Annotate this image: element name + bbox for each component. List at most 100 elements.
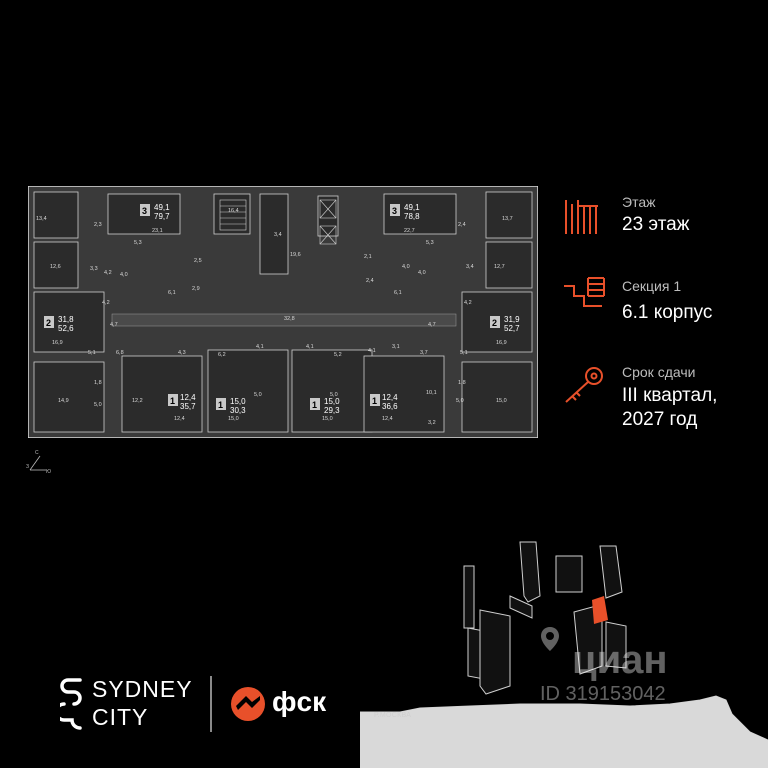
room-area-label: 5,2 <box>334 352 342 358</box>
river-label: Р.МОСКВА <box>374 712 412 719</box>
room-area-label: 5,3 <box>134 240 142 246</box>
room-area-label: 5,0 <box>330 392 338 398</box>
room-area-label: 4,3 <box>178 350 186 356</box>
site-map <box>360 541 768 768</box>
svg-text:49,1: 49,1 <box>154 203 170 212</box>
svg-text:29,3: 29,3 <box>324 406 340 415</box>
fsk-logo-text: фск <box>272 686 327 717</box>
floor-label: Этаж <box>622 194 656 210</box>
key-icon <box>562 364 608 404</box>
room-area-label: 4,1 <box>368 348 376 354</box>
svg-text:1: 1 <box>372 396 377 406</box>
compass-south: Ю <box>46 469 51 474</box>
room-area-label: 10,1 <box>426 390 437 396</box>
floor-plan: 3 49,1 79,7 3 49,1 78,8 2 31,8 52,6 2 31… <box>28 186 538 438</box>
apartment-3-left: 3 49,1 79,7 <box>140 203 170 221</box>
svg-text:52,7: 52,7 <box>504 324 520 333</box>
logo-divider <box>210 676 212 732</box>
svg-text:49,1: 49,1 <box>404 203 420 212</box>
svg-text:52,6: 52,6 <box>58 324 74 333</box>
room-area-label: 2,9 <box>192 286 200 292</box>
svg-text:2: 2 <box>46 318 51 328</box>
svg-text:30,3: 30,3 <box>230 406 246 415</box>
watermark-pin-icon <box>540 626 560 652</box>
deadline-value-line1: III квартал, <box>622 385 718 406</box>
svg-text:35,7: 35,7 <box>180 402 196 411</box>
svg-text:2: 2 <box>492 318 497 328</box>
room-area-label: 14,9 <box>58 398 69 404</box>
room-area-label: 5,3 <box>426 240 434 246</box>
room-area-label: 3,7 <box>420 350 428 356</box>
plan-corridor <box>111 313 457 327</box>
room-area-label: 1,8 <box>94 380 102 386</box>
map-buildings <box>463 541 627 695</box>
room-area-label: 4,1 <box>306 344 314 350</box>
svg-text:1: 1 <box>218 400 223 410</box>
room-area-label: 6,1 <box>168 290 176 296</box>
room-area-label: 4,2 <box>464 300 472 306</box>
room-area-label: 4,2 <box>104 270 112 276</box>
floor-value: 23 этаж <box>622 214 690 235</box>
svg-text:12,4: 12,4 <box>180 393 196 402</box>
svg-text:1: 1 <box>170 396 175 406</box>
sydney-logo-line1: SYDNEY <box>92 676 193 702</box>
compass-north: С <box>35 450 39 456</box>
svg-text:31,8: 31,8 <box>58 315 74 324</box>
room-area-label: 4,7 <box>110 322 118 328</box>
apartment-3-right: 3 49,1 78,8 <box>390 203 420 221</box>
room-area-label: 19,6 <box>290 252 301 258</box>
room-area-label: 15,0 <box>496 398 507 404</box>
room-area-label: 6,8 <box>116 350 124 356</box>
room-area-label: 23,1 <box>152 228 163 234</box>
svg-text:12,4: 12,4 <box>382 393 398 402</box>
room-area-label: 2,1 <box>364 254 372 260</box>
room-area-label: 4,0 <box>418 270 426 276</box>
apartment-1-b: 1 15,0 30,3 <box>216 397 246 415</box>
room-area-label: 12,2 <box>132 398 143 404</box>
svg-text:36,6: 36,6 <box>382 402 398 411</box>
compass: С З Ю <box>26 444 56 475</box>
room-area-label: 12,6 <box>50 264 61 270</box>
room-area-label: 5,0 <box>94 402 102 408</box>
river-area <box>360 696 768 768</box>
room-area-label: 3,1 <box>392 344 400 350</box>
room-area-label: 4,2 <box>102 300 110 306</box>
room-area-label: 2,4 <box>366 278 374 284</box>
svg-text:3: 3 <box>142 206 147 216</box>
room-area-label: 1,8 <box>458 380 466 386</box>
room-area-label: 22,7 <box>404 228 415 234</box>
room-area-label: 5,0 <box>456 398 464 404</box>
room-area-label: 16,9 <box>496 340 507 346</box>
apartment-badges: 3 49,1 79,7 3 49,1 78,8 2 31,8 52,6 2 31… <box>44 203 520 415</box>
room-area-label: 6,1 <box>394 290 402 296</box>
room-area-label: 3,4 <box>274 232 282 238</box>
fsk-logo-icon <box>230 686 266 722</box>
room-area-label: 5,1 <box>460 350 468 356</box>
plan-stair-core <box>219 199 337 245</box>
room-area-label: 6,2 <box>218 352 226 358</box>
room-area-label: 2,4 <box>458 222 466 228</box>
section-value: 6.1 корпус <box>622 302 713 323</box>
svg-text:31,9: 31,9 <box>504 315 520 324</box>
compass-west: З <box>26 464 29 470</box>
room-area-label: 2,5 <box>194 258 202 264</box>
plan-rooms <box>33 191 533 433</box>
room-area-label: 12,7 <box>494 264 505 270</box>
room-area-label: 12,4 <box>174 416 185 422</box>
apartment-2-left: 2 31,8 52,6 <box>44 315 74 333</box>
svg-text:15,0: 15,0 <box>324 397 340 406</box>
deadline-value-line2: 2027 год <box>622 409 698 430</box>
room-area-label: 4,0 <box>402 264 410 270</box>
room-area-label: 32,8 <box>284 316 295 322</box>
room-area-label: 5,0 <box>254 392 262 398</box>
svg-text:78,8: 78,8 <box>404 212 420 221</box>
room-area-label: 12,4 <box>382 416 393 422</box>
room-area-label: 2,3 <box>94 222 102 228</box>
room-area-label: 15,0 <box>228 416 239 422</box>
sydney-city-logo-mark <box>54 676 84 732</box>
room-area-label: 3,4 <box>466 264 474 270</box>
highlighted-section <box>592 596 608 624</box>
apartment-2-right: 2 31,9 52,7 <box>490 315 520 333</box>
sydney-logo-line2: CITY <box>92 704 149 730</box>
section-label: Секция 1 <box>622 278 682 294</box>
